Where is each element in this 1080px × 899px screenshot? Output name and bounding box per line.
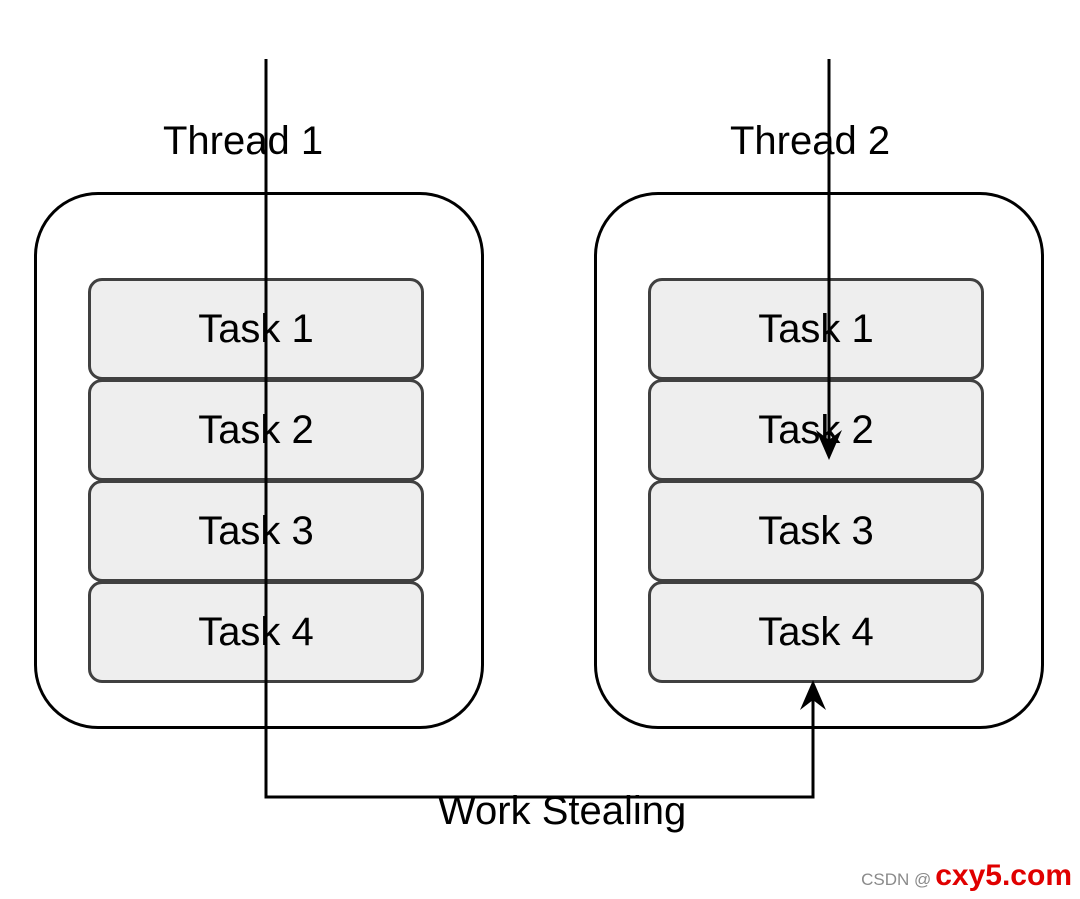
thread-1-work-stealing-line xyxy=(264,59,815,799)
thread-1-title: Thread 1 xyxy=(163,119,324,163)
thread-1-container: Task 1 Task 2 Task 3 Task 4 xyxy=(34,192,484,729)
work-stealing-arrowhead-icon xyxy=(800,680,826,710)
thread-1-task-3: Task 3 xyxy=(88,480,424,582)
work-stealing-label: Work Stealing xyxy=(438,789,687,833)
thread-2-container: Task 1 Task 2 Task 3 Task 4 xyxy=(594,192,1044,729)
thread-2-task-3: Task 3 xyxy=(648,480,984,582)
thread-1-task-4: Task 4 xyxy=(88,581,424,683)
thread-2-arrowhead-icon xyxy=(816,430,842,460)
watermark-source: CSDN @ xyxy=(861,870,932,889)
thread-1-task-1: Task 1 xyxy=(88,278,424,380)
thread-1-task-2: Task 2 xyxy=(88,379,424,481)
thread-2-title: Thread 2 xyxy=(730,119,891,163)
thread-2-task-4: Task 4 xyxy=(648,581,984,683)
watermark: CSDN @ cxy5.com xyxy=(861,859,1072,893)
watermark-brand: cxy5.com xyxy=(935,859,1072,892)
thread-2-task-1: Task 1 xyxy=(648,278,984,380)
